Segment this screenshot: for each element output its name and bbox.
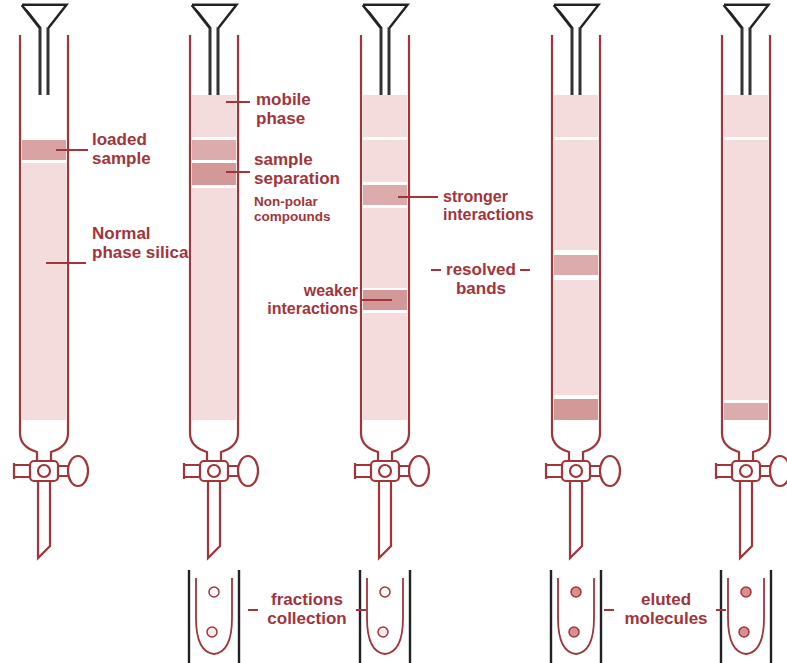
part-label: eluted molecules: [614, 590, 718, 628]
part-label: weaker interactions: [248, 282, 358, 318]
part-label: fractions collection: [260, 590, 354, 628]
part-label: sample separation: [254, 150, 364, 188]
part-label: Normal phase silica: [92, 224, 202, 262]
part-label: stronger interactions: [443, 188, 551, 224]
part-label: resolved bands: [441, 260, 521, 298]
part-label: loaded sample: [92, 130, 202, 168]
part-label: mobile phase: [256, 90, 356, 128]
note-label: Non-polar compounds: [254, 194, 360, 224]
